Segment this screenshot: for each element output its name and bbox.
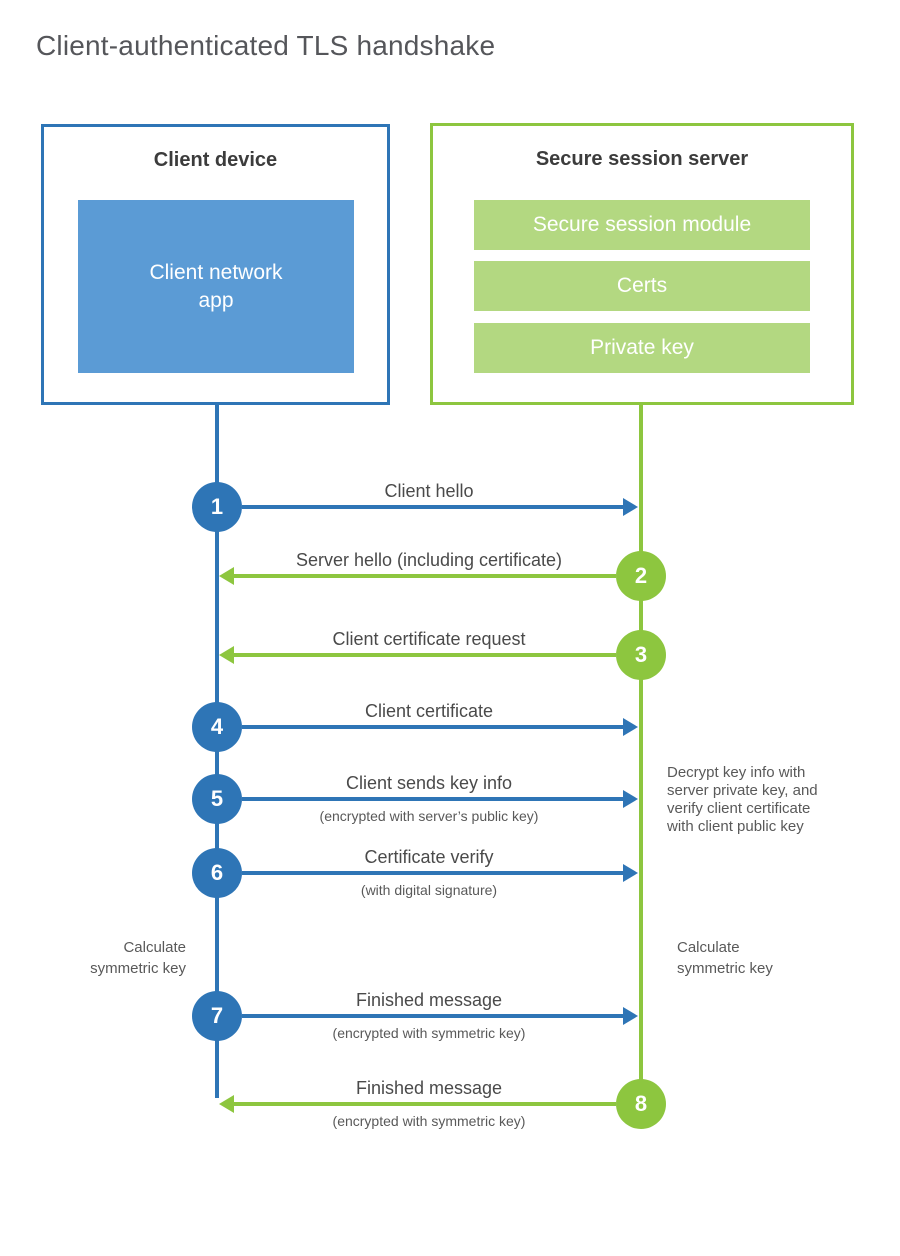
step-3-label: Client certificate request <box>332 629 526 649</box>
step-7-arrowhead-icon <box>623 1007 638 1025</box>
step-8-arrow <box>234 1102 616 1106</box>
secure-session-server-heading: Secure session server <box>535 148 749 170</box>
step-7-sublabel: (encrypted with symmetric key) <box>332 1025 526 1041</box>
step-6-arrow <box>242 871 623 875</box>
step-3-arrowhead-icon <box>219 646 234 664</box>
server-lifeline <box>639 405 643 1105</box>
decrypt-note-line: Decrypt key info with <box>667 764 806 781</box>
decrypt-key-note: Decrypt key info with server private key… <box>667 764 818 836</box>
server-module-private-key: Private key <box>474 323 810 373</box>
step-7-label: Finished message <box>355 990 503 1010</box>
step-5-label: Client sends key info <box>345 773 513 793</box>
decrypt-note-line: verify client certificate <box>667 800 811 817</box>
step-6-circle: 6 <box>192 848 242 898</box>
calc-note-line: symmetric key <box>90 960 186 977</box>
client-device-box: Client device Client network app <box>41 124 390 405</box>
step-4-arrow <box>242 725 623 729</box>
step-6-label: Certificate verify <box>364 847 494 867</box>
server-module-certs: Certs <box>474 261 810 311</box>
step-3-circle: 3 <box>616 630 666 680</box>
step-2-label: Server hello (including certificate) <box>295 550 563 570</box>
decrypt-note-line: with client public key <box>667 818 804 835</box>
client-network-app-label: Client network app <box>149 260 283 312</box>
server-module-secure-session: Secure session module <box>474 200 810 250</box>
step-8-arrowhead-icon <box>219 1095 234 1113</box>
step-2-circle: 2 <box>616 551 666 601</box>
step-7-circle: 7 <box>192 991 242 1041</box>
decrypt-note-line: server private key, and <box>667 782 818 799</box>
step-1-arrowhead-icon <box>623 498 638 516</box>
step-4-arrowhead-icon <box>623 718 638 736</box>
step-8-circle: 8 <box>616 1079 666 1129</box>
calc-note-line: symmetric key <box>677 960 773 977</box>
step-3-arrow <box>234 653 616 657</box>
calculate-symmetric-key-note-server: Calculate symmetric key <box>677 937 797 979</box>
client-network-app-box: Client network app <box>78 200 354 373</box>
step-6-sublabel: (with digital signature) <box>360 882 498 898</box>
step-1-label: Client hello <box>384 481 474 501</box>
step-1-circle: 1 <box>192 482 242 532</box>
calculate-symmetric-key-note-client: Calculate symmetric key <box>66 937 186 979</box>
client-device-heading: Client device <box>153 149 278 171</box>
step-4-circle: 4 <box>192 702 242 752</box>
page-title: Client-authenticated TLS handshake <box>36 30 496 61</box>
step-8-sublabel: (encrypted with symmetric key) <box>332 1113 526 1129</box>
step-1-arrow <box>242 505 623 509</box>
step-4-label: Client certificate <box>364 701 494 721</box>
step-5-circle: 5 <box>192 774 242 824</box>
step-5-sublabel: (encrypted with server’s public key) <box>319 808 539 824</box>
step-5-arrow <box>242 797 623 801</box>
step-2-arrow <box>234 574 616 578</box>
calc-note-line: Calculate <box>677 939 740 956</box>
secure-session-server-box: Secure session server Secure session mod… <box>430 123 854 405</box>
step-2-arrowhead-icon <box>219 567 234 585</box>
calc-note-line: Calculate <box>123 939 186 956</box>
step-8-label: Finished message <box>355 1078 503 1098</box>
step-6-arrowhead-icon <box>623 864 638 882</box>
step-5-arrowhead-icon <box>623 790 638 808</box>
step-7-arrow <box>242 1014 623 1018</box>
